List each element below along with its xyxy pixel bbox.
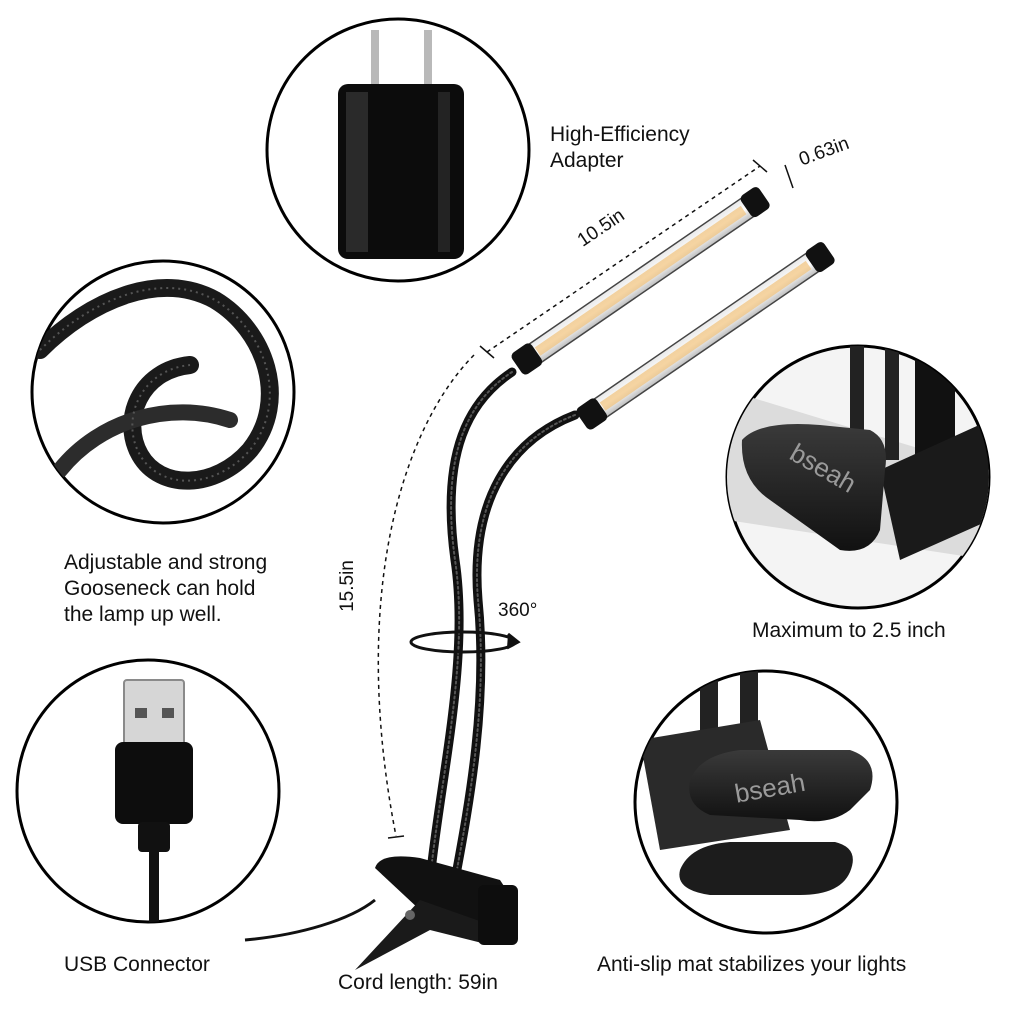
measure-rotation: 360° [498,600,538,621]
led-bar-upper [511,187,770,375]
caption-usb: USB Connector [64,953,210,976]
gooseneck-detail [30,259,296,525]
caption-cord: Cord length: 59in [338,971,498,994]
caption-clamp: Maximum to 2.5 inch [752,619,946,642]
adapter-detail [265,17,531,283]
mat-detail: bseah [633,669,899,935]
power-adapter-icon [338,30,464,259]
gooseneck-coil-icon [32,279,279,490]
clamp-detail: bseah [725,344,991,610]
clip-clamp-icon [355,856,518,970]
measure-gooseneck-height: 15.5in [336,560,358,612]
led-bar-lower [576,242,835,430]
caption-mat: Anti-slip mat stabilizes your lights [597,953,907,976]
dimension-lines [377,159,794,839]
usb-plug-icon [115,679,193,922]
caption-adapter: High-Efficiency Adapter [550,123,690,172]
rotation-arrow-icon [409,630,521,654]
power-cord [244,898,376,942]
usb-detail [15,658,281,924]
caption-gooseneck: Adjustable and strong Gooseneck can hold… [64,551,268,626]
gooseneck-arms [425,367,580,885]
